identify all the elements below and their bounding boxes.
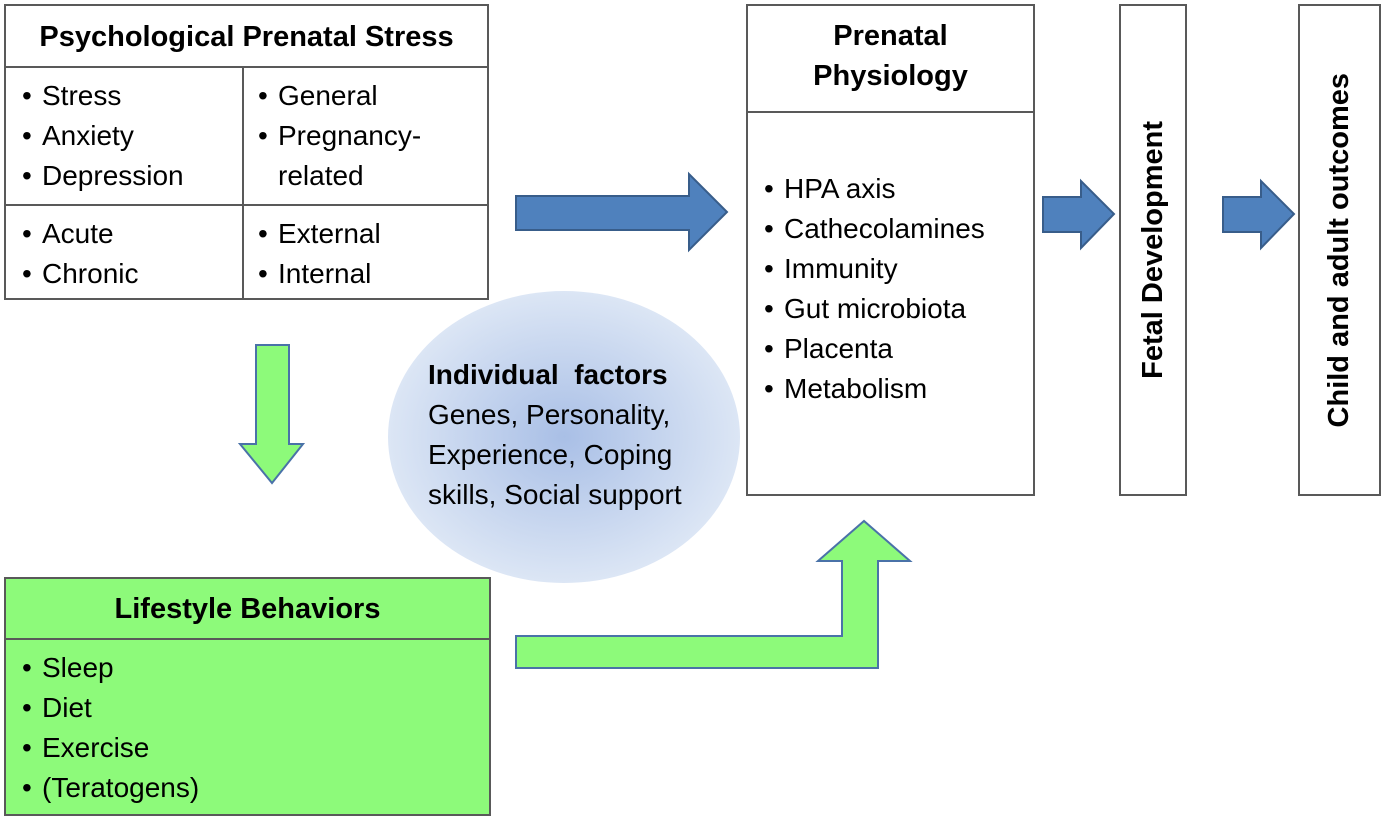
list-item: Anxiety [20,116,240,156]
list-item: Sleep [20,648,480,688]
list-item: Stress [20,76,240,116]
arrow-physiology-to-fetal [1042,178,1116,251]
fetal-development-box: Fetal Development [1119,4,1187,496]
list-item: Cathecolamines [762,209,1032,249]
list-item: External [256,214,481,254]
individual-factors-ellipse [388,291,740,583]
list-item: Diet [20,688,480,728]
individual-factors-title: Individual factors [428,359,668,390]
arrow-stress-to-lifestyle [237,344,306,485]
physiology-divider [748,111,1033,113]
physiology-title-line2: Physiology [813,60,968,92]
list-item: Depression [20,156,240,196]
list-item: Exercise [20,728,480,768]
stress-source-list: External Internal [256,214,481,294]
list-item: Pregnancy-related [256,116,481,196]
lifestyle-box: Lifestyle Behaviors Sleep Diet Exercise … [4,577,491,816]
list-item: Chronic [20,254,240,294]
stress-box: Psychological Prenatal Stress Stress Anx… [4,4,489,300]
lifestyle-list: Sleep Diet Exercise (Teratogens) [20,648,480,808]
stress-duration-list: Acute Chronic [20,214,240,294]
fetal-development-label: Fetal Development [1136,121,1169,379]
stress-divider-vertical [242,68,244,298]
outcomes-box: Child and adult outcomes [1298,4,1381,496]
list-item: Metabolism [762,369,1032,409]
individual-factors-line: Genes, Personality, [428,399,671,430]
individual-factors-line: Experience, Coping [428,439,673,470]
arrow-stress-to-physiology [515,171,729,253]
list-item: Gut microbiota [762,289,1032,329]
list-item: Internal [256,254,481,294]
list-item: Acute [20,214,240,254]
physiology-list: HPA axis Cathecolamines Immunity Gut mic… [762,169,1032,409]
stress-divider-horizontal [6,204,487,206]
list-item: Immunity [762,249,1032,289]
individual-factors-line: skills, Social support [428,479,682,510]
list-item: Placenta [762,329,1032,369]
arrow-lifestyle-to-physiology [515,519,913,669]
stress-title: Psychological Prenatal Stress [6,6,487,68]
physiology-box: Prenatal Physiology HPA axis Cathecolami… [746,4,1035,496]
list-item: General [256,76,481,116]
stress-types-list: Stress Anxiety Depression [20,76,240,196]
list-item: HPA axis [762,169,1032,209]
stress-context-list: General Pregnancy-related [256,76,481,196]
list-item: (Teratogens) [20,768,480,808]
physiology-title-line1: Prenatal [833,20,948,52]
arrow-fetal-to-outcomes [1222,178,1296,251]
physiology-title: Prenatal Physiology [748,16,1033,96]
lifestyle-title: Lifestyle Behaviors [6,579,489,640]
outcomes-label: Child and adult outcomes [1323,72,1355,428]
individual-factors-text: Individual factors Genes, Personality, E… [428,355,728,515]
